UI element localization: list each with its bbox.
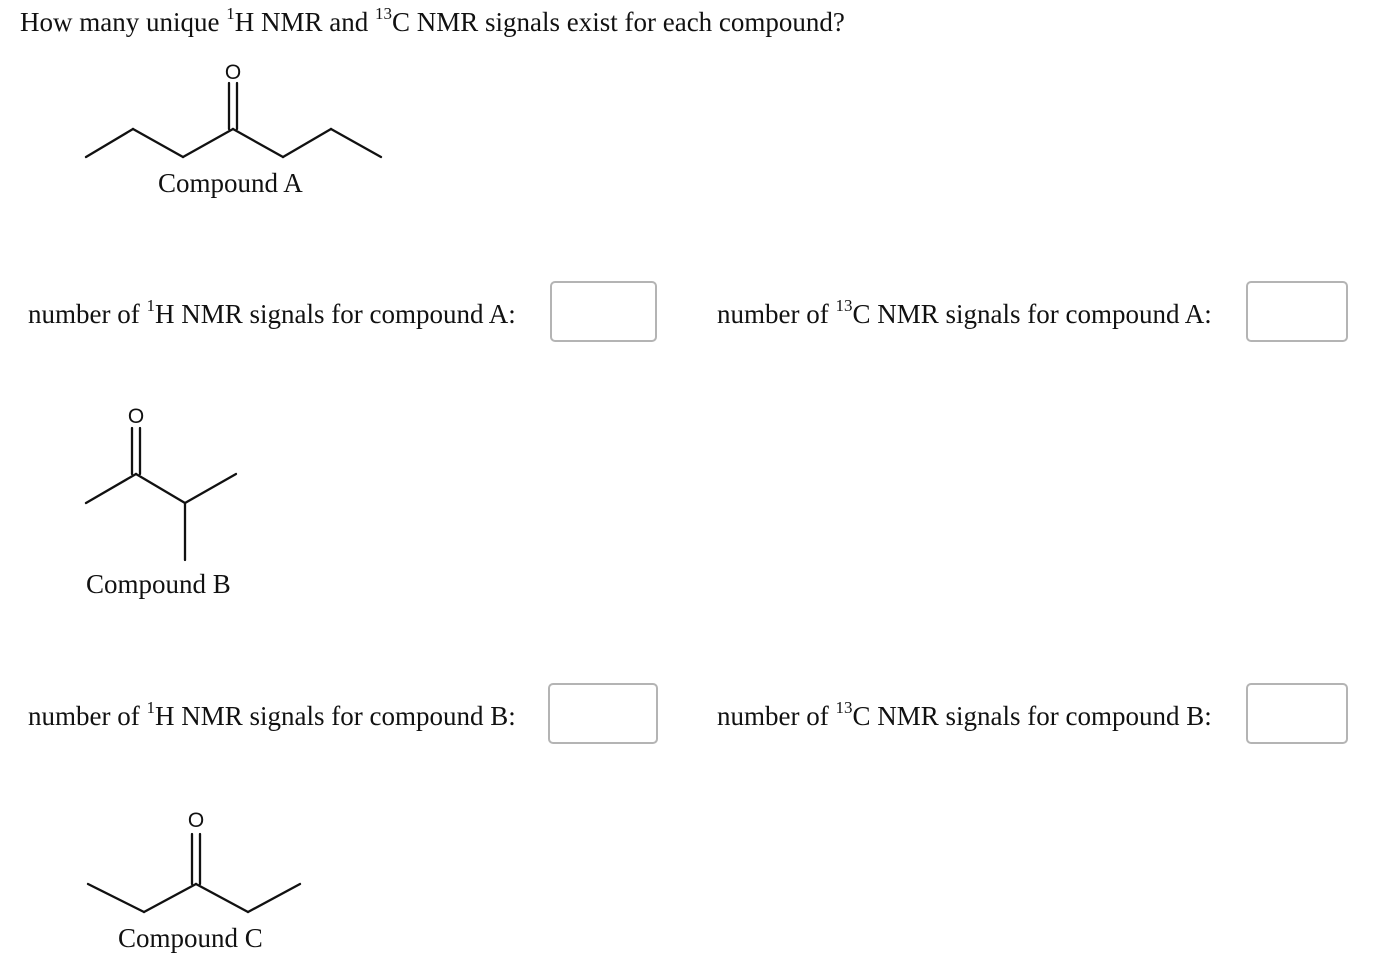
- prompt-part: number of: [717, 299, 836, 329]
- c-nmr-prompt-a: number of 13C NMR signals for compound A…: [717, 297, 1212, 331]
- bond: [86, 882, 146, 914]
- question-part: C NMR signals exist for each compound?: [391, 7, 845, 37]
- superscript-13: 13: [835, 698, 853, 717]
- compound-a-structure: O: [84, 61, 383, 159]
- superscript-13: 13: [374, 4, 392, 23]
- prompt-part: H NMR signals for compound A:: [154, 299, 516, 329]
- superscript-1: 1: [226, 4, 235, 23]
- bond: [246, 882, 302, 914]
- superscript-13: 13: [835, 296, 853, 315]
- compound-b-structure: O: [84, 405, 238, 562]
- superscript-1: 1: [146, 296, 155, 315]
- c-nmr-prompt-b: number of 13C NMR signals for compound B…: [717, 699, 1212, 733]
- compound-a-label: Compound A: [158, 168, 303, 198]
- question-part: How many unique: [20, 7, 227, 37]
- h-nmr-input-a[interactable]: [550, 281, 657, 342]
- compound-c-structure: O: [86, 809, 302, 914]
- prompt-part: number of: [28, 701, 147, 731]
- prompt-part: C NMR signals for compound A:: [852, 299, 1212, 329]
- compound-b-label: Compound B: [86, 569, 231, 599]
- oxygen-atom-label: O: [225, 61, 241, 84]
- prompt-part: H NMR signals for compound B:: [154, 701, 516, 731]
- bond: [84, 472, 138, 505]
- bond: [231, 127, 285, 159]
- bond: [181, 127, 235, 159]
- h-nmr-input-b[interactable]: [548, 683, 658, 744]
- prompt-part: number of: [717, 701, 836, 731]
- oxygen-atom-label: O: [188, 809, 204, 832]
- bond: [194, 882, 250, 914]
- bond: [329, 127, 383, 159]
- c-nmr-input-a[interactable]: [1246, 281, 1348, 342]
- superscript-1: 1: [146, 698, 155, 717]
- bond: [134, 472, 187, 505]
- bond: [131, 127, 185, 159]
- bond: [281, 127, 333, 159]
- h-nmr-prompt-a: number of 1H NMR signals for compound A:: [28, 297, 516, 331]
- bond: [142, 882, 198, 914]
- c-nmr-input-b[interactable]: [1246, 683, 1348, 744]
- question-text: How many unique 1H NMR and 13C NMR signa…: [20, 4, 845, 40]
- bond: [183, 472, 238, 505]
- compound-c-label: Compound C: [118, 923, 263, 953]
- oxygen-atom-label: O: [128, 405, 144, 428]
- prompt-part: number of: [28, 299, 147, 329]
- h-nmr-prompt-b: number of 1H NMR signals for compound B:: [28, 699, 516, 733]
- question-part: H NMR and: [234, 7, 375, 37]
- bond: [84, 127, 135, 159]
- prompt-part: C NMR signals for compound B:: [852, 701, 1212, 731]
